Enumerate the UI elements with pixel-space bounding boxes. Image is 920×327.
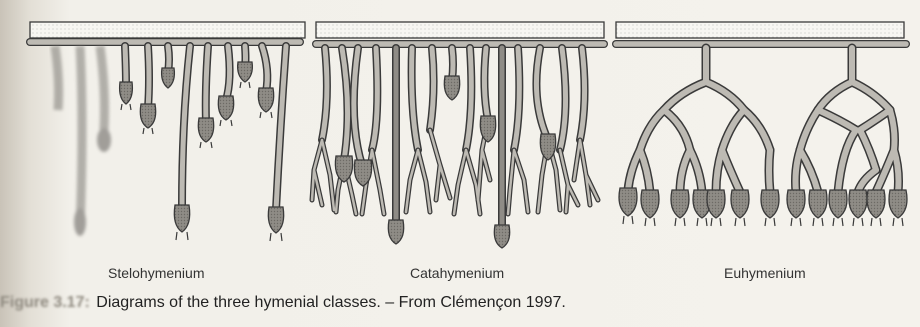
euhymenium-label: Euhymenium <box>724 265 806 281</box>
euhymenium-basidia <box>619 188 907 218</box>
catahymenium-crust <box>316 22 604 38</box>
stelohymenium-label: Stelohymenium <box>108 265 205 281</box>
catahymenium-label: Catahymenium <box>410 265 504 281</box>
stelohymenium-crust <box>30 22 305 38</box>
stelohymenium-basidia <box>120 62 284 233</box>
euhymenium-sterigmata <box>623 216 903 226</box>
figure-number: Figure 3.17: <box>0 294 90 311</box>
catahymenium-panel <box>312 22 604 248</box>
stelohymenium-panel <box>30 22 305 241</box>
euhymenium-crust <box>616 22 904 38</box>
euhymenium-branch-tree <box>628 48 899 192</box>
figure-caption: Figure 3.17: Diagrams of the three hymen… <box>0 294 566 312</box>
stelohymenium-blurred-hyphae <box>55 46 111 236</box>
caption-text: Diagrams of the three hymenial classes. … <box>92 294 566 311</box>
euhymenium-panel <box>616 22 907 226</box>
